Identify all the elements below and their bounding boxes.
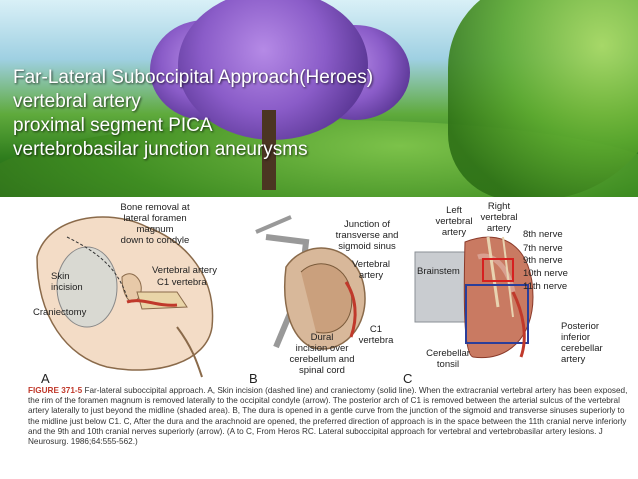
caption-figure-number: FIGURE 371-5 bbox=[28, 386, 83, 395]
caption-text: Far-lateral suboccipital approach. A, Sk… bbox=[28, 386, 628, 447]
green-leaf bbox=[448, 0, 638, 197]
slide-title: Far-Lateral Suboccipital Approach(Heroes… bbox=[13, 66, 373, 162]
surgical-figure: Bone removal at lateral foramen magnum d… bbox=[0, 197, 638, 479]
label-brainstem: Brainstem bbox=[417, 266, 460, 277]
label-8th-nerve: 8th nerve bbox=[523, 229, 563, 240]
label-vertebral-artery: Vertebral artery bbox=[152, 265, 217, 276]
photo-banner: Far-Lateral Suboccipital Approach(Heroes… bbox=[0, 0, 638, 197]
label-7th-nerve: 7th nerve bbox=[523, 243, 563, 254]
panel-b: Junction of transverse and sigmoid sinus… bbox=[246, 197, 406, 387]
label-10th-nerve: 10th nerve bbox=[523, 268, 568, 279]
panel-letter-a: A bbox=[41, 371, 50, 386]
label-11th-nerve: 11th nerve bbox=[523, 281, 568, 292]
panel-letter-c: C bbox=[403, 371, 413, 386]
title-line: vertebral artery bbox=[13, 91, 141, 112]
title-line: Far-Lateral Suboccipital Approach(Heroes… bbox=[13, 67, 374, 88]
label-bone-removal: Bone removal at lateral foramen magnum d… bbox=[120, 202, 190, 246]
panel-b-illustration bbox=[255, 215, 366, 350]
panel-letter-b: B bbox=[249, 371, 258, 386]
label-pica: Posterior inferior cerebellar artery bbox=[561, 321, 603, 365]
label-c1-vertebra: C1 vertebra bbox=[157, 277, 207, 288]
title-line: vertebrobasilar junction aneurysms bbox=[13, 139, 308, 160]
label-c1-vertebra-b: C1 vertebra bbox=[358, 324, 394, 346]
title-line: proximal segment PICA bbox=[13, 115, 213, 136]
label-cerebellar-tonsil: Cerebellar tonsil bbox=[426, 348, 470, 370]
tree-trunk bbox=[262, 110, 276, 190]
label-vertebral-artery-b: Vertebral artery bbox=[351, 259, 391, 281]
panel-c: Left vertebral artery Right vertebral ar… bbox=[403, 197, 638, 387]
label-skin-incision: Skin incision bbox=[51, 271, 83, 293]
panel-a-illustration bbox=[36, 216, 214, 378]
label-right-vertebral: Right vertebral artery bbox=[480, 201, 518, 234]
label-9th-nerve: 9th nerve bbox=[523, 255, 563, 266]
label-sinus-junction: Junction of transverse and sigmoid sinus bbox=[335, 219, 399, 252]
panel-c-illustration bbox=[414, 236, 534, 359]
label-craniectomy: Craniectomy bbox=[33, 307, 87, 318]
label-dural-incision: Dural incision over cerebellum and spina… bbox=[289, 332, 355, 376]
label-left-vertebral: Left vertebral artery bbox=[435, 205, 473, 238]
panel-a: Bone removal at lateral foramen magnum d… bbox=[27, 197, 227, 387]
figure-caption: FIGURE 371-5 Far-lateral suboccipital ap… bbox=[28, 386, 628, 447]
